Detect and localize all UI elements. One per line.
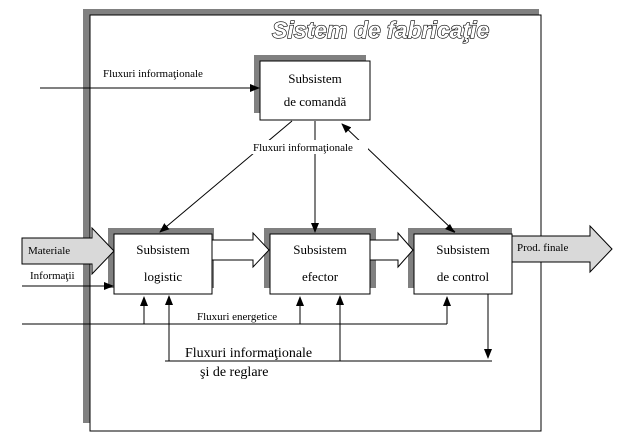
feedback-label-line1: Fluxuri informaţionale: [185, 346, 312, 361]
feedback-label-line2: şi de reglare: [200, 365, 268, 380]
control-box-line1: Subsistem: [436, 242, 489, 257]
control-box: [413, 233, 513, 295]
diagram-title: Sistem de fabricaţie: [272, 17, 490, 43]
info-input-label: Fluxuri informaţionale: [103, 68, 203, 80]
energy-label: Fluxuri energetice: [197, 311, 277, 323]
efector-to-control-arrow: [369, 231, 414, 269]
comanda-box: [259, 60, 371, 121]
materiale-label: Materiale: [28, 245, 70, 257]
comanda-box-line1: Subsistem: [288, 71, 341, 86]
comanda-to-logistic-arrow: [159, 120, 293, 233]
materiale-block-arrow: [21, 226, 115, 276]
efector-box-line1: Subsistem: [293, 242, 346, 257]
logistic-box-line2: logistic: [144, 269, 183, 284]
logistic-to-efector-arrow: [211, 231, 270, 269]
efector-box: [269, 233, 371, 295]
logistic-box: [113, 233, 213, 295]
logistic-box-line1: Subsistem: [136, 242, 189, 257]
prod-finale-block-arrow: [511, 224, 613, 274]
informatii-label: Informaţii: [30, 270, 75, 282]
flux-info-mid-label: Fluxuri informaţionale: [253, 142, 353, 154]
control-box-line2: de control: [437, 269, 490, 284]
prod-finale-label: Prod. finale: [517, 242, 568, 254]
control-arrowhead: [445, 224, 455, 233]
comanda-box-line2: de comandă: [284, 94, 347, 109]
flux-info-mid-bg: [252, 140, 368, 154]
efector-box-line2: efector: [302, 269, 339, 284]
